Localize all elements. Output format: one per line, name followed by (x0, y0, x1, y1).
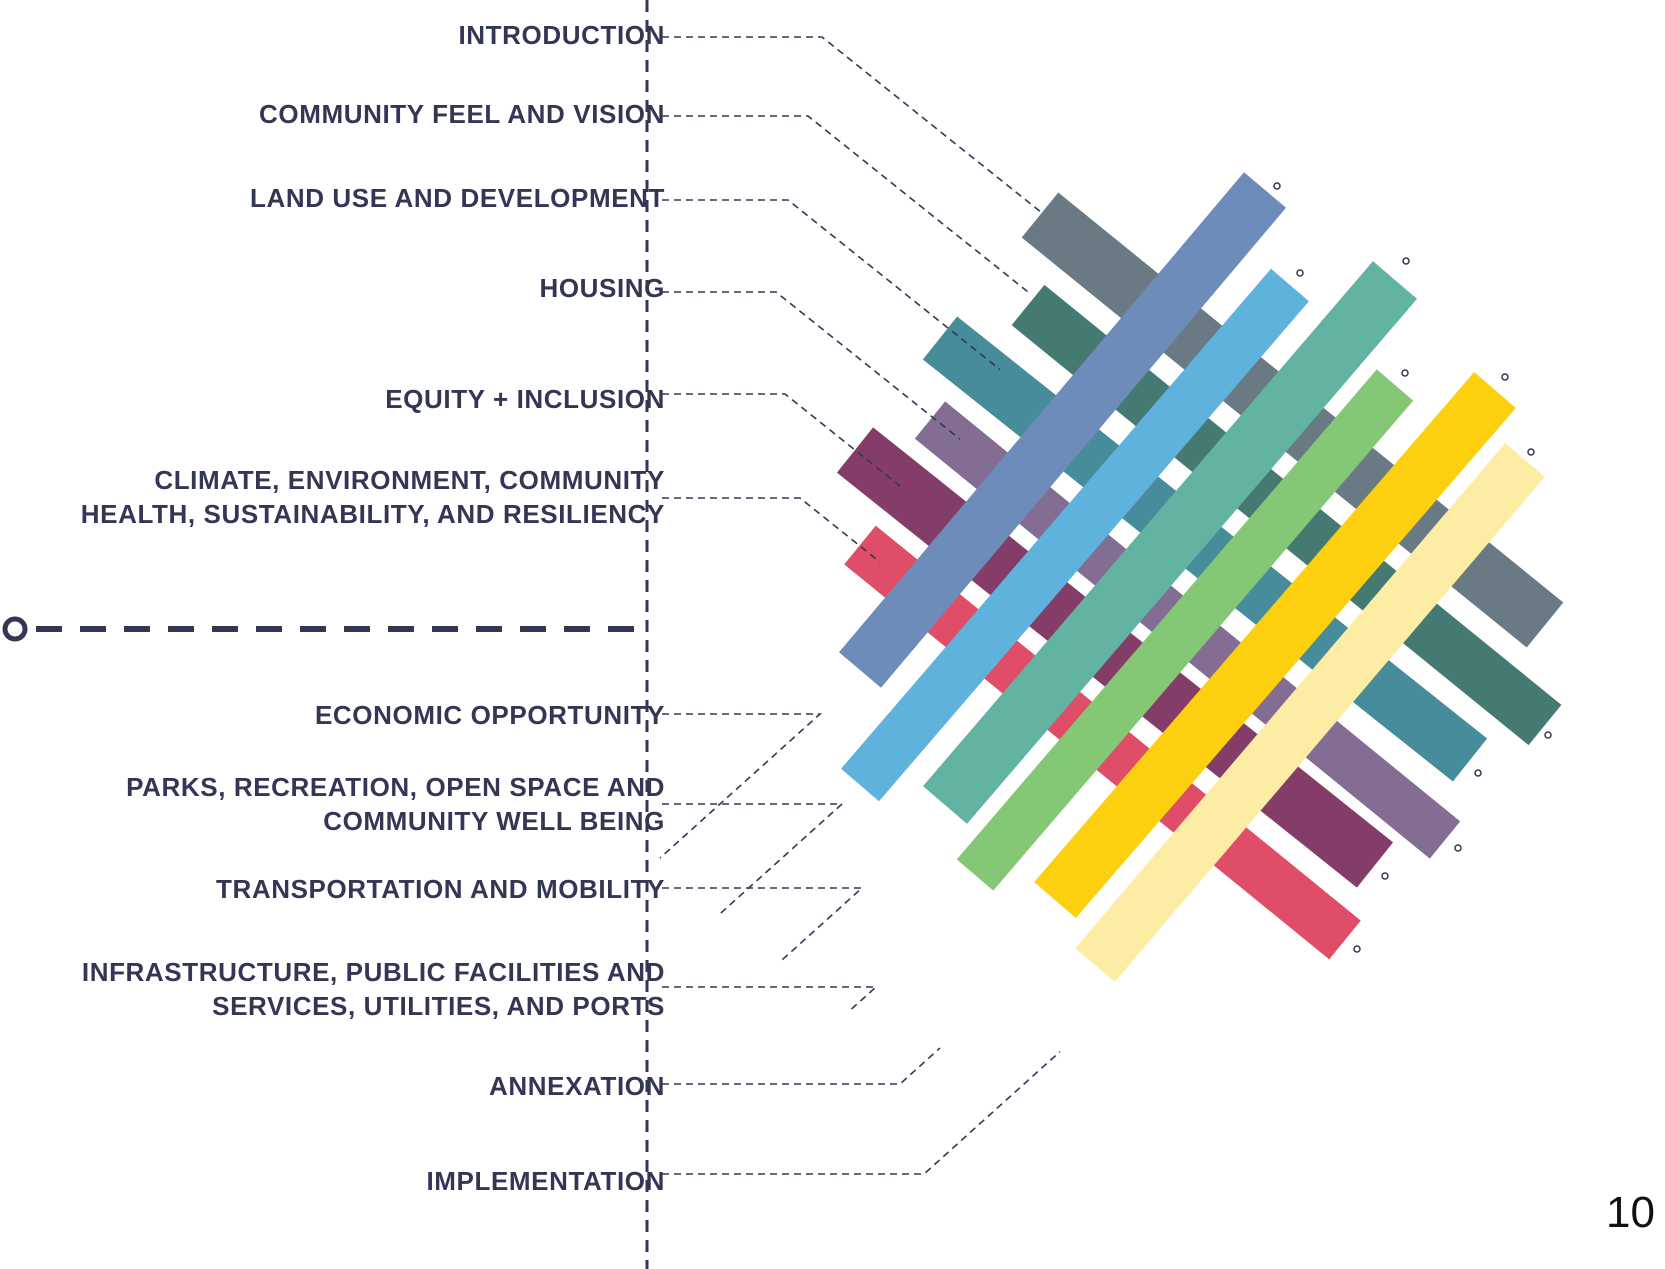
leader-line-transportation (662, 887, 865, 963)
leader-line-introduction (662, 36, 1041, 213)
band-infrastructure (956, 369, 1414, 891)
chapter-label-line: INFRASTRUCTURE, PUBLIC FACILITIES AND (81, 957, 665, 987)
band-end-marker (1402, 257, 1410, 265)
band-end-marker (1273, 182, 1281, 190)
band-implementation (1075, 443, 1545, 982)
leader-line-housing (662, 291, 961, 440)
chapter-label-introduction[interactable]: INTRODUCTION (458, 18, 665, 52)
chapter-label-line: CLIMATE, ENVIRONMENT, COMMUNITY (154, 465, 665, 495)
chapter-label-line: HOUSING (539, 273, 665, 303)
band-end-marker (1544, 731, 1552, 739)
band-annexation (1034, 372, 1516, 918)
leader-line-parks (662, 803, 845, 915)
band-end-marker (1353, 945, 1361, 953)
leader-line-infrastructure (662, 986, 879, 1011)
band-end-marker (1381, 872, 1389, 880)
band-end-marker (1296, 269, 1304, 277)
section-divider-marker (2, 616, 28, 642)
band-end-marker (1527, 448, 1535, 456)
chapter-label-line: SERVICES, UTILITIES, AND PORTS (212, 991, 665, 1021)
chapter-label-line: COMMUNITY WELL BEING (323, 806, 665, 836)
chapter-label-line: ECONOMIC OPPORTUNITY (314, 700, 665, 730)
chapter-label-line: TRANSPORTATION AND MOBILITY (215, 874, 665, 904)
chapter-label-transportation[interactable]: TRANSPORTATION AND MOBILITY (216, 872, 665, 906)
band-end-marker (1474, 769, 1482, 777)
band-transportation (922, 261, 1418, 824)
chapter-label-line: IMPLEMENTATION (426, 1166, 665, 1196)
chapter-label-climate[interactable]: CLIMATE, ENVIRONMENT, COMMUNITY HEALTH, S… (81, 463, 665, 531)
chapter-label-line: HEALTH, SUSTAINABILITY, AND RESILIENCY (80, 499, 665, 529)
chapter-label-line: PARKS, RECREATION, OPEN SPACE AND (126, 772, 665, 802)
woven-bands (836, 172, 1564, 982)
leader-line-equity (662, 393, 901, 487)
chapter-label-line: EQUITY + INCLUSION (385, 384, 665, 414)
chapter-label-parks[interactable]: PARKS, RECREATION, OPEN SPACE AND COMMUNI… (126, 770, 665, 838)
band-parks (841, 268, 1309, 802)
leader-lines (659, 36, 1552, 1175)
chapter-label-annexation[interactable]: ANNEXATION (489, 1069, 665, 1103)
leader-line-economic (659, 713, 823, 859)
chapter-label-line: COMMUNITY FEEL AND VISION (259, 99, 665, 129)
chapter-label-line: LAND USE AND DEVELOPMENT (249, 183, 665, 213)
leader-line-climate (662, 497, 881, 563)
chapter-label-land-use[interactable]: LAND USE AND DEVELOPMENT (250, 181, 665, 215)
chapter-label-equity[interactable]: EQUITY + INCLUSION (385, 382, 665, 416)
page-number: 10 (1606, 1188, 1655, 1237)
chapter-label-line: INTRODUCTION (458, 20, 665, 50)
chapter-label-infrastructure[interactable]: INFRASTRUCTURE, PUBLIC FACILITIES AND SER… (82, 955, 665, 1023)
band-end-marker (1401, 369, 1409, 377)
chapter-label-housing[interactable]: HOUSING (539, 271, 665, 305)
band-end-marker (1501, 373, 1509, 381)
leader-line-annexation (662, 1047, 941, 1085)
leader-line-implementation (662, 1051, 1061, 1175)
band-end-marker (1454, 844, 1462, 852)
leader-line-land-use (662, 199, 1001, 371)
chapter-label-line: ANNEXATION (489, 1071, 665, 1101)
chapter-label-implementation[interactable]: IMPLEMENTATION (426, 1164, 665, 1198)
chapter-label-economic[interactable]: ECONOMIC OPPORTUNITY (315, 698, 665, 732)
leader-line-community-feel (662, 115, 1031, 295)
chapter-label-community-feel[interactable]: COMMUNITY FEEL AND VISION (259, 97, 665, 131)
band-economic (838, 172, 1287, 688)
